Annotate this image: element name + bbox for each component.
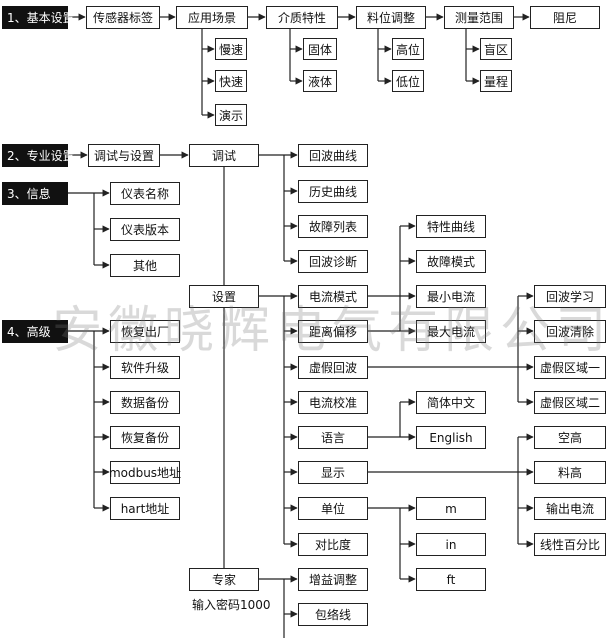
node-instrument-version: 仪表版本 [110, 218, 180, 241]
node-language: 语言 [298, 426, 368, 449]
node-max-current: 最大电流 [416, 320, 486, 343]
node-modbus-address: modbus地址 [109, 461, 181, 484]
node-factory-reset: 恢复出厂 [110, 320, 180, 343]
node-hart-address: hart地址 [110, 497, 180, 520]
node-scene-fast: 快速 [215, 70, 247, 92]
node-scene-demo: 演示 [215, 104, 247, 126]
node-unit-m: m [416, 497, 486, 520]
node-min-current: 最小电流 [416, 285, 486, 308]
node-display-material-height: 料高 [534, 461, 606, 484]
node-restore-backup: 恢复备份 [110, 426, 180, 449]
node-distance-offset: 距离偏移 [298, 320, 368, 343]
node-history-curve: 历史曲线 [298, 180, 368, 203]
node-false-echo: 虚假回波 [298, 356, 368, 379]
node-other: 其他 [110, 254, 180, 277]
node-sensor-tag: 传感器标签 [86, 6, 160, 29]
node-medium-liquid: 液体 [303, 70, 337, 92]
section-info: 3、信息 [2, 182, 68, 205]
node-lang-chinese: 简体中文 [416, 391, 486, 414]
node-range-blind-zone: 盲区 [480, 38, 512, 60]
node-display-empty-height: 空高 [534, 426, 606, 449]
node-unit-ft: ft [416, 568, 486, 591]
node-echo-learning: 回波学习 [534, 285, 606, 308]
node-setting: 设置 [189, 285, 259, 308]
node-echo-diagnosis: 回波诊断 [298, 250, 368, 273]
node-data-backup: 数据备份 [110, 391, 180, 414]
node-characteristic-curve: 特性曲线 [416, 215, 486, 238]
node-current-calibration: 电流校准 [298, 391, 368, 414]
node-false-zone-1: 虚假区域一 [534, 356, 606, 379]
node-echo-clear: 回波清除 [534, 320, 606, 343]
node-unit-in: in [416, 533, 486, 556]
node-application-scene: 应用场景 [176, 6, 248, 29]
node-fault-list: 故障列表 [298, 215, 368, 238]
node-range-span: 量程 [480, 70, 512, 92]
node-display: 显示 [298, 461, 368, 484]
node-false-zone-2: 虚假区域二 [534, 391, 606, 414]
node-display-linear-percent: 线性百分比 [534, 533, 606, 556]
node-damping: 阻尼 [530, 6, 600, 29]
node-expert: 专家 [189, 568, 259, 591]
node-debug-and-setting: 调试与设置 [88, 144, 160, 167]
node-medium-property: 介质特性 [266, 6, 338, 29]
node-gain-adjust: 增益调整 [298, 568, 368, 591]
node-unit: 单位 [298, 497, 368, 520]
expert-password-note: 输入密码1000 [192, 598, 271, 612]
node-lang-english: English [416, 426, 486, 449]
node-current-mode: 电流模式 [298, 285, 368, 308]
node-echo-curve: 回波曲线 [298, 144, 368, 167]
section-professional-settings: 2、专业设置 [2, 144, 75, 167]
node-level-high: 高位 [392, 38, 424, 60]
node-software-upgrade: 软件升级 [110, 356, 180, 379]
node-medium-solid: 固体 [303, 38, 337, 60]
node-level-adjust: 料位调整 [356, 6, 426, 29]
node-scene-slow: 慢速 [215, 38, 247, 60]
node-contrast: 对比度 [298, 533, 368, 556]
node-instrument-name: 仪表名称 [110, 182, 180, 205]
node-debug: 调试 [189, 144, 259, 167]
node-display-output-current: 输出电流 [534, 497, 606, 520]
node-level-low: 低位 [392, 70, 424, 92]
node-measuring-range: 测量范围 [444, 6, 514, 29]
section-advanced: 4、高级 [2, 320, 68, 343]
section-basic-settings: 1、基本设置 [2, 6, 75, 29]
node-fault-mode: 故障模式 [416, 250, 486, 273]
node-envelope: 包络线 [298, 603, 368, 626]
